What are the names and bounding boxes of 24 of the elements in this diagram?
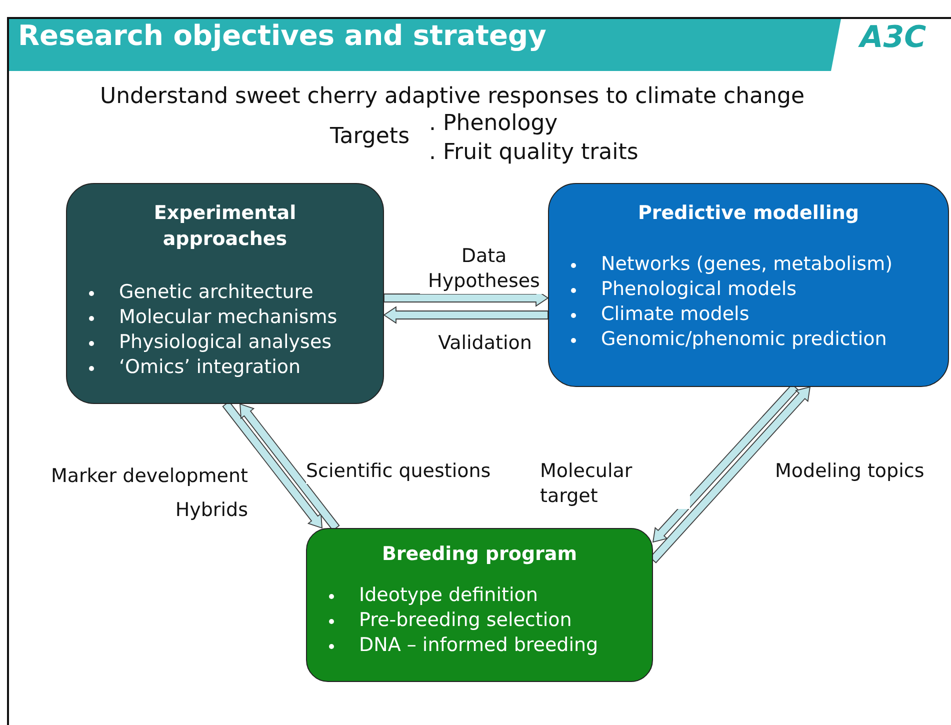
target-item: . Phenology xyxy=(429,110,558,138)
bullet-item: Climate models xyxy=(549,302,948,327)
box-heading: Breeding program xyxy=(380,542,578,567)
bullet-item: Molecular mechanisms xyxy=(67,305,383,330)
bullet-item: Ideotype definition xyxy=(307,583,652,608)
bullet-item: DNA – informed breeding xyxy=(307,633,652,658)
box-heading: Experimental approaches xyxy=(152,201,298,252)
targets-heading: Targets xyxy=(330,123,410,151)
box-heading: Predictive modelling xyxy=(636,201,860,226)
slide-code: A3C xyxy=(860,19,926,57)
objective-statement: Understand sweet cherry adaptive responses to climate change xyxy=(100,83,804,111)
bullet-item: Pre-breeding selection xyxy=(307,608,652,633)
slide-title: Research objectives and strategy xyxy=(18,18,546,54)
predictive-modelling-box xyxy=(548,183,949,387)
bullet-item: Phenological models xyxy=(549,277,948,302)
bullet-item: Genomic/phenomic prediction xyxy=(549,327,948,352)
block-arrow xyxy=(383,306,548,324)
experimental-approaches-box xyxy=(66,183,384,404)
target-item: . Fruit quality traits xyxy=(429,139,638,167)
bullet-item: Physiological analyses xyxy=(67,330,383,355)
bullet-item: Genetic architecture xyxy=(67,280,383,305)
bullet-item: Networks (genes, metabolism) xyxy=(549,252,948,277)
bullet-item: ‘Omics’ integration xyxy=(67,355,383,380)
breeding-program-box xyxy=(306,528,653,682)
